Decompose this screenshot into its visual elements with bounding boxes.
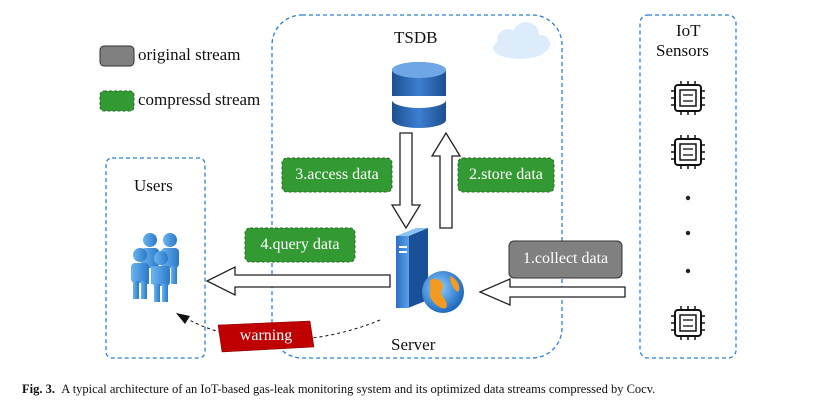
ellipsis-dot: [685, 268, 691, 274]
store-data-arrow: [430, 131, 462, 229]
warning-box: [217, 320, 315, 353]
iot-title-line1: IoT: [676, 21, 701, 40]
legend-compressed-label: compressd stream: [138, 90, 261, 109]
warning-label: warning: [239, 327, 293, 344]
users-container: [105, 157, 206, 359]
query-data-label: 4.query data: [260, 236, 340, 253]
legend-original-label: original stream: [138, 45, 241, 64]
users-icon: [131, 233, 179, 302]
collect-data-label: 1.collect data: [522, 250, 609, 267]
sensor-chip-icon: [671, 135, 705, 169]
tsdb-title: TSDB: [394, 28, 438, 47]
query-data-arrow: [205, 265, 391, 297]
collect-data-arrow: [478, 278, 626, 306]
iot-container: [639, 14, 737, 359]
users-title: Users: [134, 176, 173, 195]
figure-caption: Fig. 3. A typical architecture of an IoT…: [22, 382, 655, 397]
legend-compressed-swatch: [99, 90, 135, 112]
globe-icon: [422, 271, 464, 313]
caption-label: Fig. 3.: [22, 382, 55, 396]
query-data-box: [244, 227, 356, 263]
legend-original-swatch: [99, 45, 135, 67]
ellipsis-dot: [685, 195, 691, 201]
database-icon: [390, 62, 448, 128]
store-data-box: [457, 157, 555, 193]
sensor-chip-icon: [671, 81, 705, 115]
server-title: Server: [391, 335, 436, 354]
access-data-label: 3.access data: [295, 166, 379, 183]
store-data-label: 2.store data: [469, 166, 543, 183]
collect-data-box: [508, 240, 623, 279]
server-container: [271, 14, 563, 359]
iot-title-line2: Sensors: [656, 41, 709, 60]
access-data-arrow: [390, 132, 422, 230]
ellipsis-dot: [685, 230, 691, 236]
access-data-box: [281, 157, 393, 193]
sensor-chip-icon: [671, 306, 705, 340]
caption-text: A typical architecture of an IoT-based g…: [61, 382, 656, 396]
cloud-icon: [493, 22, 550, 59]
